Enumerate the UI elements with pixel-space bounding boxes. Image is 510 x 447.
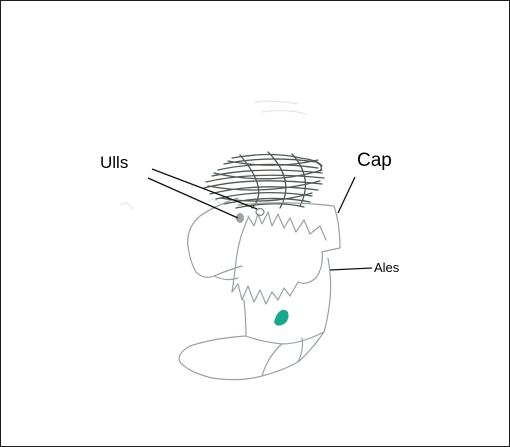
label-ulls: Ulls [100, 154, 128, 171]
head-outline [179, 198, 340, 380]
cap-leader [338, 177, 355, 213]
eye-marks [236, 209, 264, 224]
cap-scribble [204, 152, 324, 208]
ales-leader [330, 268, 372, 270]
label-ales: Ales [374, 261, 399, 274]
green-mark [274, 310, 289, 326]
label-cap: Cap [357, 151, 392, 170]
